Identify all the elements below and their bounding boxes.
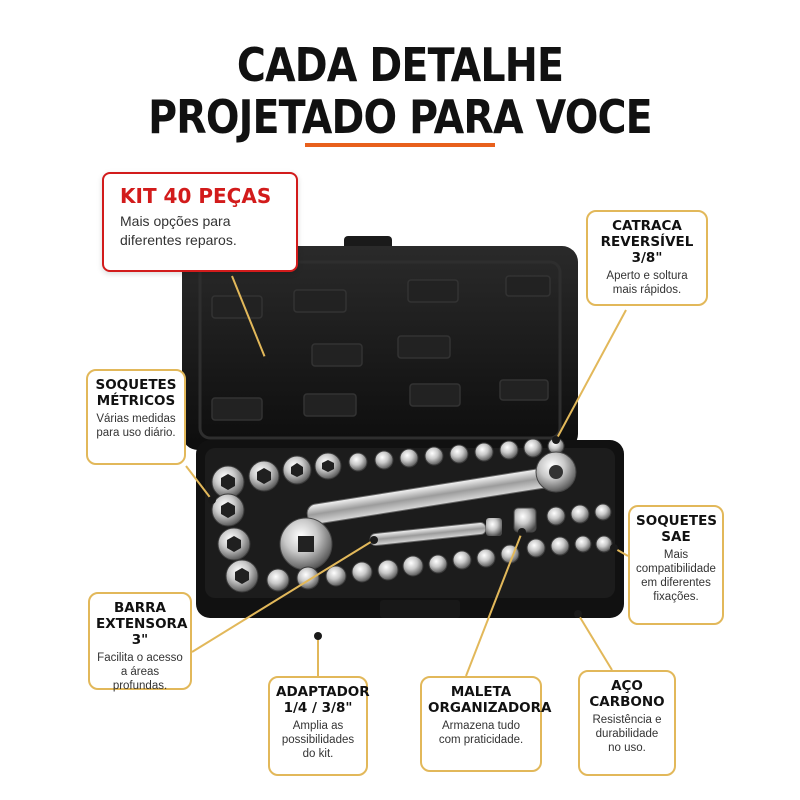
- callout-sae-title-2: SAE: [661, 529, 691, 545]
- callout-sae-line-1: Mais: [663, 549, 689, 561]
- callout-aco-title-2: CARBONO: [589, 694, 665, 710]
- callout-adaptador-line-1: Amplia as: [292, 720, 344, 732]
- small-sockets-top-row: [348, 437, 565, 472]
- callout-sae-line-3: em diferentes: [641, 577, 711, 589]
- callout-maleta-title-2: ORGANIZADORA: [428, 700, 552, 716]
- callout-kit-line-1: Mais opções para: [120, 213, 231, 229]
- callout-maleta-line-2: com praticidade.: [438, 734, 524, 746]
- headline-line-2: PROJETADO PARA VOCE: [148, 90, 653, 144]
- callout-aco-line-2: durabilidade: [595, 728, 659, 740]
- callout-sae-title-1: SOQUETES: [636, 513, 718, 529]
- callout-sae-line-2: compatibilidade: [636, 563, 716, 575]
- callout-barra-line-2: a áreas profundas.: [112, 666, 168, 692]
- callout-metricos-title-1: SOQUETES: [95, 377, 177, 393]
- callout-kit-line-2: diferentes reparos.: [120, 232, 237, 248]
- ratchet-handle: [306, 451, 577, 525]
- callout-metricos-line-1: Várias medidas: [96, 413, 176, 425]
- case-lid: [182, 236, 578, 450]
- callout-metricos-line-2: para uso diário.: [96, 427, 176, 439]
- callout-maleta-organizadora: MALETA ORGANIZADORA Armazena tudo com pr…: [420, 676, 552, 772]
- drive-adapter: [513, 507, 537, 533]
- callout-barra-line-1: Facilita o acesso: [97, 652, 183, 664]
- headline-accent-underline: [305, 143, 495, 147]
- callout-adaptador-title-2: 1/4 / 3/8": [283, 700, 353, 716]
- callout-kit-40-pecas: KIT 40 PEÇAS Mais opções para diferentes…: [102, 172, 298, 272]
- callout-maleta-line-1: Armazena tudo: [442, 720, 520, 732]
- callout-aco-line-1: Resistência e: [592, 714, 662, 726]
- callout-aco-title-1: AÇO: [611, 678, 643, 694]
- callout-catraca-line-2: mais rápidos.: [612, 284, 682, 296]
- metric-sockets: [211, 452, 342, 593]
- callout-aco-line-3: no uso.: [608, 742, 646, 754]
- callout-maleta-title-1: MALETA: [450, 684, 512, 700]
- callout-metricos-title-2: MÉTRICOS: [96, 393, 176, 409]
- sae-sockets: [526, 503, 613, 558]
- callout-catraca-title-2: REVERSÍVEL 3/8": [600, 234, 694, 266]
- callout-barra-extensora: BARRA EXTENSORA 3" Facilita o acesso a á…: [88, 592, 192, 692]
- socket-adapter-disc: [279, 517, 333, 571]
- callout-catraca-title-1: CATRACA: [612, 218, 682, 234]
- callout-sae-line-4: fixações.: [653, 591, 699, 603]
- callout-catraca-line-1: Aperto e soltura: [606, 270, 688, 282]
- callout-soquetes-metricos: SOQUETES MÉTRICOS Várias medidas para us…: [86, 369, 186, 465]
- callout-adaptador: ADAPTADOR 1/4 / 3/8" Amplia as possibili…: [268, 676, 370, 776]
- callout-kit-title: KIT 40 PEÇAS: [120, 184, 272, 208]
- callout-adaptador-line-2: possibilidades: [281, 734, 355, 746]
- callout-adaptador-title-1: ADAPTADOR: [276, 684, 370, 700]
- callout-adaptador-line-3: do kit.: [302, 748, 334, 760]
- callout-barra-title-1: BARRA: [114, 600, 166, 616]
- callout-leader-lines: [185, 275, 629, 677]
- callout-aco-carbono: AÇO CARBONO Resistência e durabilidade n…: [578, 670, 676, 776]
- headline-line-1: CADA DETALHE: [236, 38, 564, 92]
- callout-soquetes-sae: SOQUETES SAE Mais compatibilidade em dif…: [628, 505, 724, 625]
- callout-barra-title-2: EXTENSORA 3": [96, 616, 188, 648]
- callout-catraca-reversivel: CATRACA REVERSÍVEL 3/8" Aperto e soltura…: [586, 210, 708, 306]
